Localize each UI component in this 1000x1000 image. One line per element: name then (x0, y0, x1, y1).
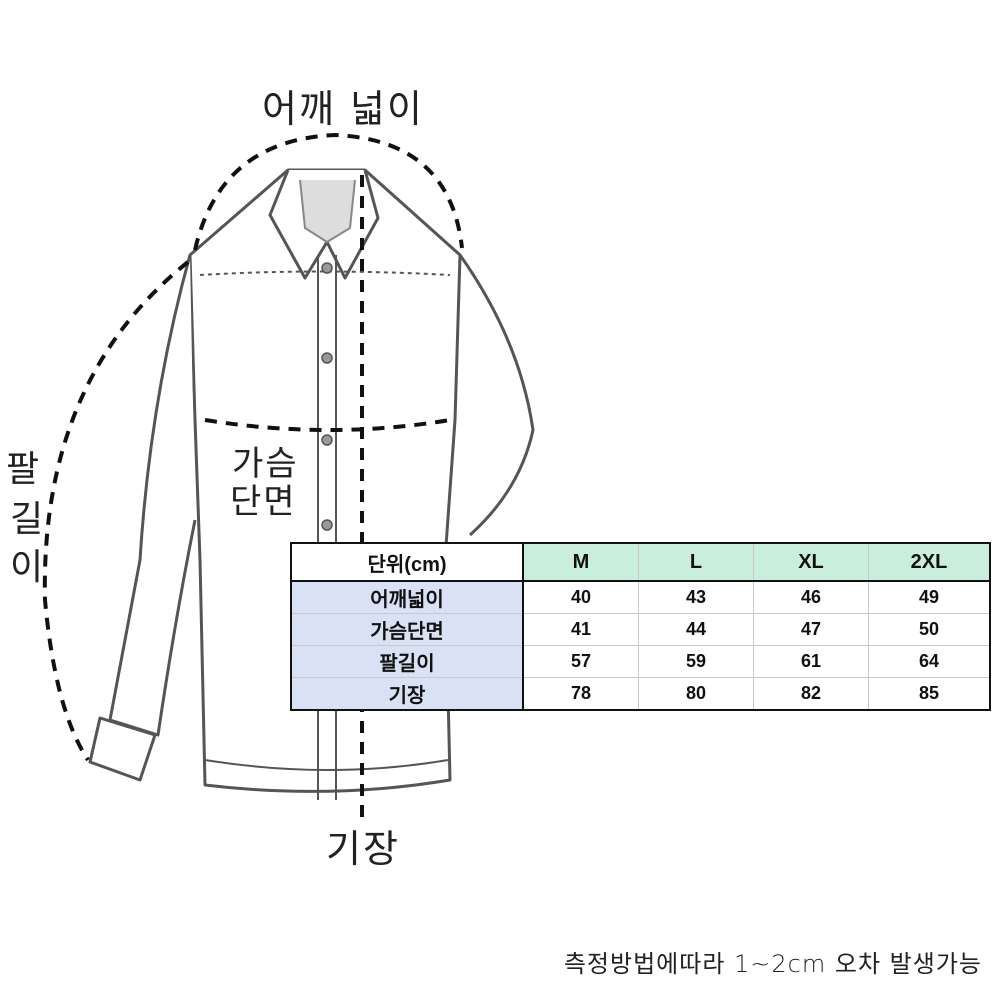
sleeve-measure-line (42, 260, 190, 762)
table-cell: 85 (868, 677, 991, 711)
length-label: 기장 (326, 827, 400, 871)
chest-label-line1: 가슴 (232, 444, 299, 484)
buttons (321, 262, 333, 531)
row-label-length: 기장 (290, 677, 524, 711)
table-cell: 43 (638, 580, 754, 614)
table-row: 기장 78 80 82 85 (290, 677, 991, 711)
table-cell: 61 (753, 645, 869, 678)
row-label-shoulder: 어깨넓이 (290, 580, 524, 614)
row-label-sleeve: 팔길이 (290, 645, 524, 678)
size-header-l: L (638, 542, 754, 582)
table-cell: 44 (638, 613, 754, 646)
table-cell: 50 (868, 613, 991, 646)
table-cell: 47 (753, 613, 869, 646)
table-cell: 40 (522, 580, 639, 614)
table-cell: 41 (522, 613, 639, 646)
size-header-2xl: 2XL (868, 542, 991, 582)
shirt-button (321, 262, 333, 274)
size-table: 단위(cm) M L XL 2XL 어깨넓이 40 43 46 49 가슴단면 … (290, 542, 991, 711)
table-cell: 59 (638, 645, 754, 678)
measure-lines (42, 132, 464, 820)
unit-header: 단위(cm) (290, 542, 524, 582)
shirt-button (321, 352, 333, 364)
chest-label-line2: 단면 (230, 482, 297, 522)
table-row: 팔길이 57 59 61 64 (290, 645, 991, 678)
sleeve-label-char3: 이 (10, 547, 46, 588)
table-cell: 64 (868, 645, 991, 678)
shirt-outline (88, 168, 535, 800)
shoulder-measure-line (193, 132, 464, 251)
size-header-m: M (522, 542, 639, 582)
size-header-xl: XL (753, 542, 869, 582)
shoulder-label: 어깨 넓이 (262, 87, 424, 131)
table-cell: 80 (638, 677, 754, 711)
table-cell: 78 (522, 677, 639, 711)
table-cell: 57 (522, 645, 639, 678)
shirt-button (321, 434, 333, 446)
chest-measure-line (204, 418, 451, 432)
measurement-note: 측정방법에따라 1~2cm 오차 발생가능 (563, 950, 982, 978)
sleeve-label-char2: 길 (10, 499, 46, 540)
table-cell: 82 (753, 677, 869, 711)
sleeve-label-char1: 팔 (6, 449, 42, 490)
table-row: 어깨넓이 40 43 46 49 (290, 580, 991, 614)
table-cell: 46 (753, 580, 869, 614)
shirt-button (321, 519, 333, 531)
table-row: 가슴단면 41 44 47 50 (290, 613, 991, 646)
row-label-chest: 가슴단면 (290, 613, 524, 646)
size-header-row: 단위(cm) M L XL 2XL (290, 542, 991, 582)
table-cell: 49 (868, 580, 991, 614)
